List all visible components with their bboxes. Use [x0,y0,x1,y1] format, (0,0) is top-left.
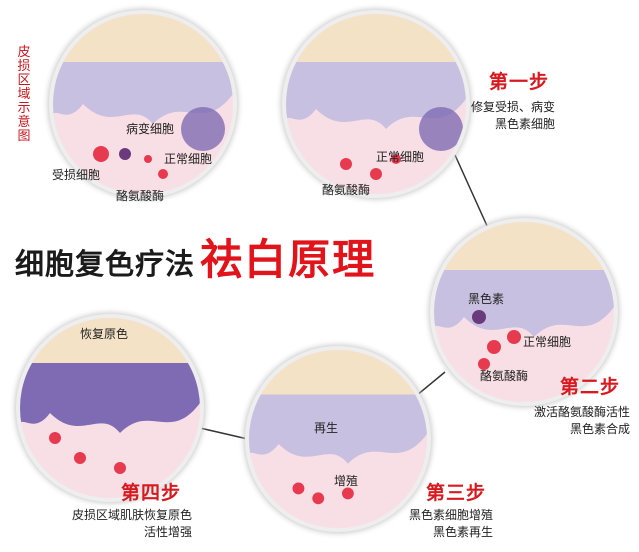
skin-diagram-step4 [20,318,200,498]
label-proliferation: 增殖 [334,474,359,488]
label-tyrosinase: 酪氨酸酶 [116,189,165,203]
skin-diagram-lesion [53,14,233,194]
label-normal-cell: 正常细胞 [523,335,572,349]
step1-desc-line: 黑色素细胞 [494,117,555,131]
label-tyrosinase: 酪氨酸酶 [480,369,529,383]
title-main: 细胞复色疗法 [15,247,196,281]
skin-diagram-step1 [286,14,466,194]
step3-desc-line: 黑色素再生 [432,525,493,539]
label-damaged-cell: 受损细胞 [52,168,101,182]
label-melanin: 黑色素 [468,292,505,306]
step3-desc: 黑色素细胞增殖 黑色素再生 [388,507,493,541]
step2-desc-line: 黑色素合成 [569,422,630,436]
step1-desc: 修复受损、病变 黑色素细胞 [455,99,555,133]
title-emphasis: 祛白原理 [200,235,377,284]
step3-desc-line: 黑色素细胞增殖 [408,508,493,522]
step3-title: 第三步 [426,482,487,504]
skin-diagram-step3 [249,350,427,528]
step4-title: 第四步 [121,482,182,504]
step1-title: 第一步 [489,71,550,93]
label-normal-cell: 正常细胞 [164,152,213,166]
step4-desc-line: 活性增强 [143,525,192,539]
page-title: 细胞复色疗法 祛白原理 [15,226,376,287]
label-tyrosinase: 酪氨酸酶 [322,183,371,197]
sidebar-title: 皮损区域示意图 [17,45,31,144]
step4-desc: 皮损区域肌肤恢复原色 活性增强 [49,507,192,541]
label-regeneration: 再生 [314,421,339,435]
step4-desc-line: 皮损区域肌肤恢复原色 [71,508,192,522]
step2-title: 第二步 [560,376,621,398]
label-diseased-cell: 病变细胞 [126,122,175,136]
label-restore-color: 恢复原色 [80,327,129,341]
step2-desc: 激活酪氨酸酶活性 黑色素合成 [505,404,630,438]
step1-desc-line: 修复受损、病变 [470,100,555,114]
label-normal-cell: 正常细胞 [376,150,425,164]
step2-desc-line: 激活酪氨酸酶活性 [533,405,630,419]
